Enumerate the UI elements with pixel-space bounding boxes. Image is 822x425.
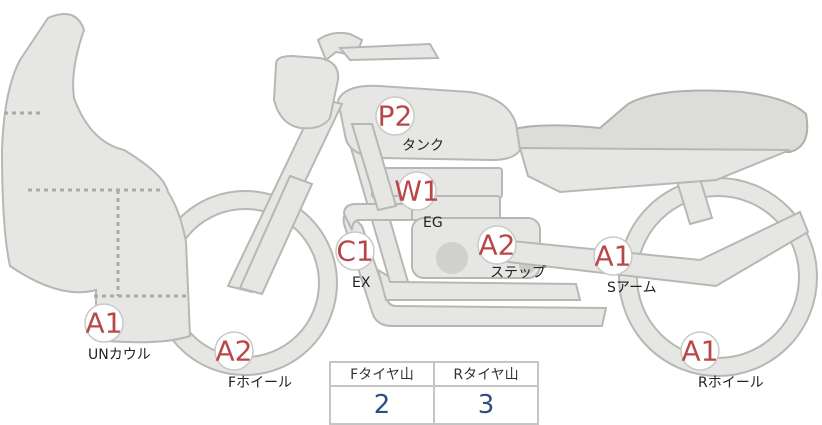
tire-table-value-row: 2 3 xyxy=(329,385,539,425)
marker-c1-exhaust[interactable]: C1 EX xyxy=(335,231,375,291)
marker-code: A2 xyxy=(216,335,253,368)
handlebar-bar xyxy=(337,42,440,62)
marker-label: EG xyxy=(423,215,443,231)
marker-a1-rear-wheel[interactable]: A1 Rホイール xyxy=(680,331,764,391)
swingarm xyxy=(500,210,810,288)
frame-upper xyxy=(350,123,398,212)
marker-w1-engine[interactable]: W1 EG xyxy=(394,171,443,231)
marker-code: A1 xyxy=(682,335,719,368)
marker-code: W1 xyxy=(394,175,440,208)
marker-label: Sアーム xyxy=(607,280,657,296)
rear-tire-value: 3 xyxy=(433,385,539,425)
tire-table-header-row: Fタイヤ山 Rタイヤ山 xyxy=(329,361,539,387)
marker-label: Rホイール xyxy=(698,375,764,391)
rear-tire-header: Rタイヤ山 xyxy=(433,361,539,387)
marker-a1-cowl[interactable]: A1 UNカウル xyxy=(84,303,151,363)
front-tire-header: Fタイヤ山 xyxy=(329,361,435,387)
marker-label: UNカウル xyxy=(88,347,151,363)
carburetor xyxy=(342,203,413,231)
marker-label: タンク xyxy=(402,138,444,154)
marker-a2-front-wheel[interactable]: A2 Fホイール xyxy=(214,331,292,391)
marker-label: EX xyxy=(352,275,371,291)
marker-label: Fホイール xyxy=(228,375,292,391)
marker-code: A2 xyxy=(479,229,516,262)
marker-code: A1 xyxy=(595,240,632,273)
seat xyxy=(508,89,809,154)
marker-a1-swingarm[interactable]: A1 Sアーム xyxy=(593,236,657,296)
marker-code: P2 xyxy=(378,100,413,133)
tire-tread-table: Fタイヤ山 Rタイヤ山 2 3 xyxy=(329,361,539,425)
marker-label: ステップ xyxy=(490,265,546,281)
marker-a2-step[interactable]: A2 ステップ xyxy=(477,225,546,281)
front-cowl xyxy=(0,13,192,344)
front-tire-value: 2 xyxy=(329,385,435,425)
fork-tube-lower xyxy=(238,174,314,296)
marker-code: A1 xyxy=(86,307,123,340)
rear-fender xyxy=(518,146,791,194)
marker-p2-tank[interactable]: P2 タンク xyxy=(375,96,444,154)
marker-code: C1 xyxy=(336,235,373,268)
headlight xyxy=(272,54,340,130)
exhaust-pipe xyxy=(342,212,608,327)
